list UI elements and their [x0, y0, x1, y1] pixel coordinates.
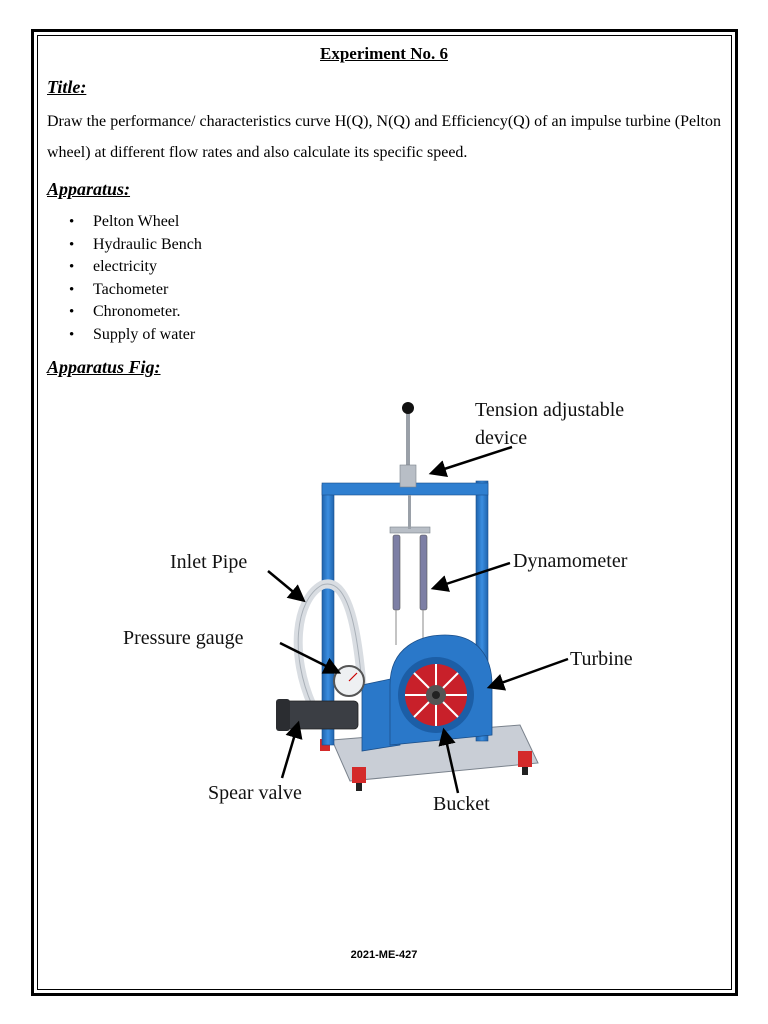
title-text: Draw the performance/ characteristics cu… — [47, 113, 721, 161]
list-item: Supply of water — [47, 324, 202, 347]
list-item: Chronometer. — [47, 301, 202, 324]
page-border-outer — [31, 29, 738, 996]
footer-id: 2021-ME-427 — [350, 949, 418, 961]
label-tension-line2: device — [475, 427, 527, 449]
page-border-inner — [37, 35, 732, 990]
list-item: Tachometer — [47, 279, 202, 302]
experiment-heading: Experiment No. 6 — [320, 44, 448, 63]
label-spear-valve: Spear valve — [208, 782, 302, 804]
label-pressure-gauge: Pressure gauge — [123, 627, 244, 649]
apparatus-label: Apparatus: — [47, 179, 131, 199]
label-inlet-pipe: Inlet Pipe — [170, 551, 247, 573]
label-tension-line1: Tension adjustable — [475, 399, 624, 421]
pelton-wheel-figure: Tension adjustable device Inlet Pipe Dyn… — [100, 385, 670, 815]
callout-arrows — [267, 445, 569, 794]
label-dynamometer: Dynamometer — [513, 550, 628, 572]
list-item: Hydraulic Bench — [47, 234, 202, 257]
label-turbine: Turbine — [570, 648, 633, 670]
apparatus-list: Pelton Wheel Hydraulic Bench electricity… — [47, 211, 202, 347]
label-bucket: Bucket — [433, 793, 490, 815]
apparatus-drawing — [276, 402, 539, 791]
list-item: electricity — [47, 256, 202, 279]
apparatus-figure-label: Apparatus Fig: — [47, 357, 161, 377]
title-label: Title: — [47, 77, 87, 97]
list-item: Pelton Wheel — [47, 211, 202, 234]
